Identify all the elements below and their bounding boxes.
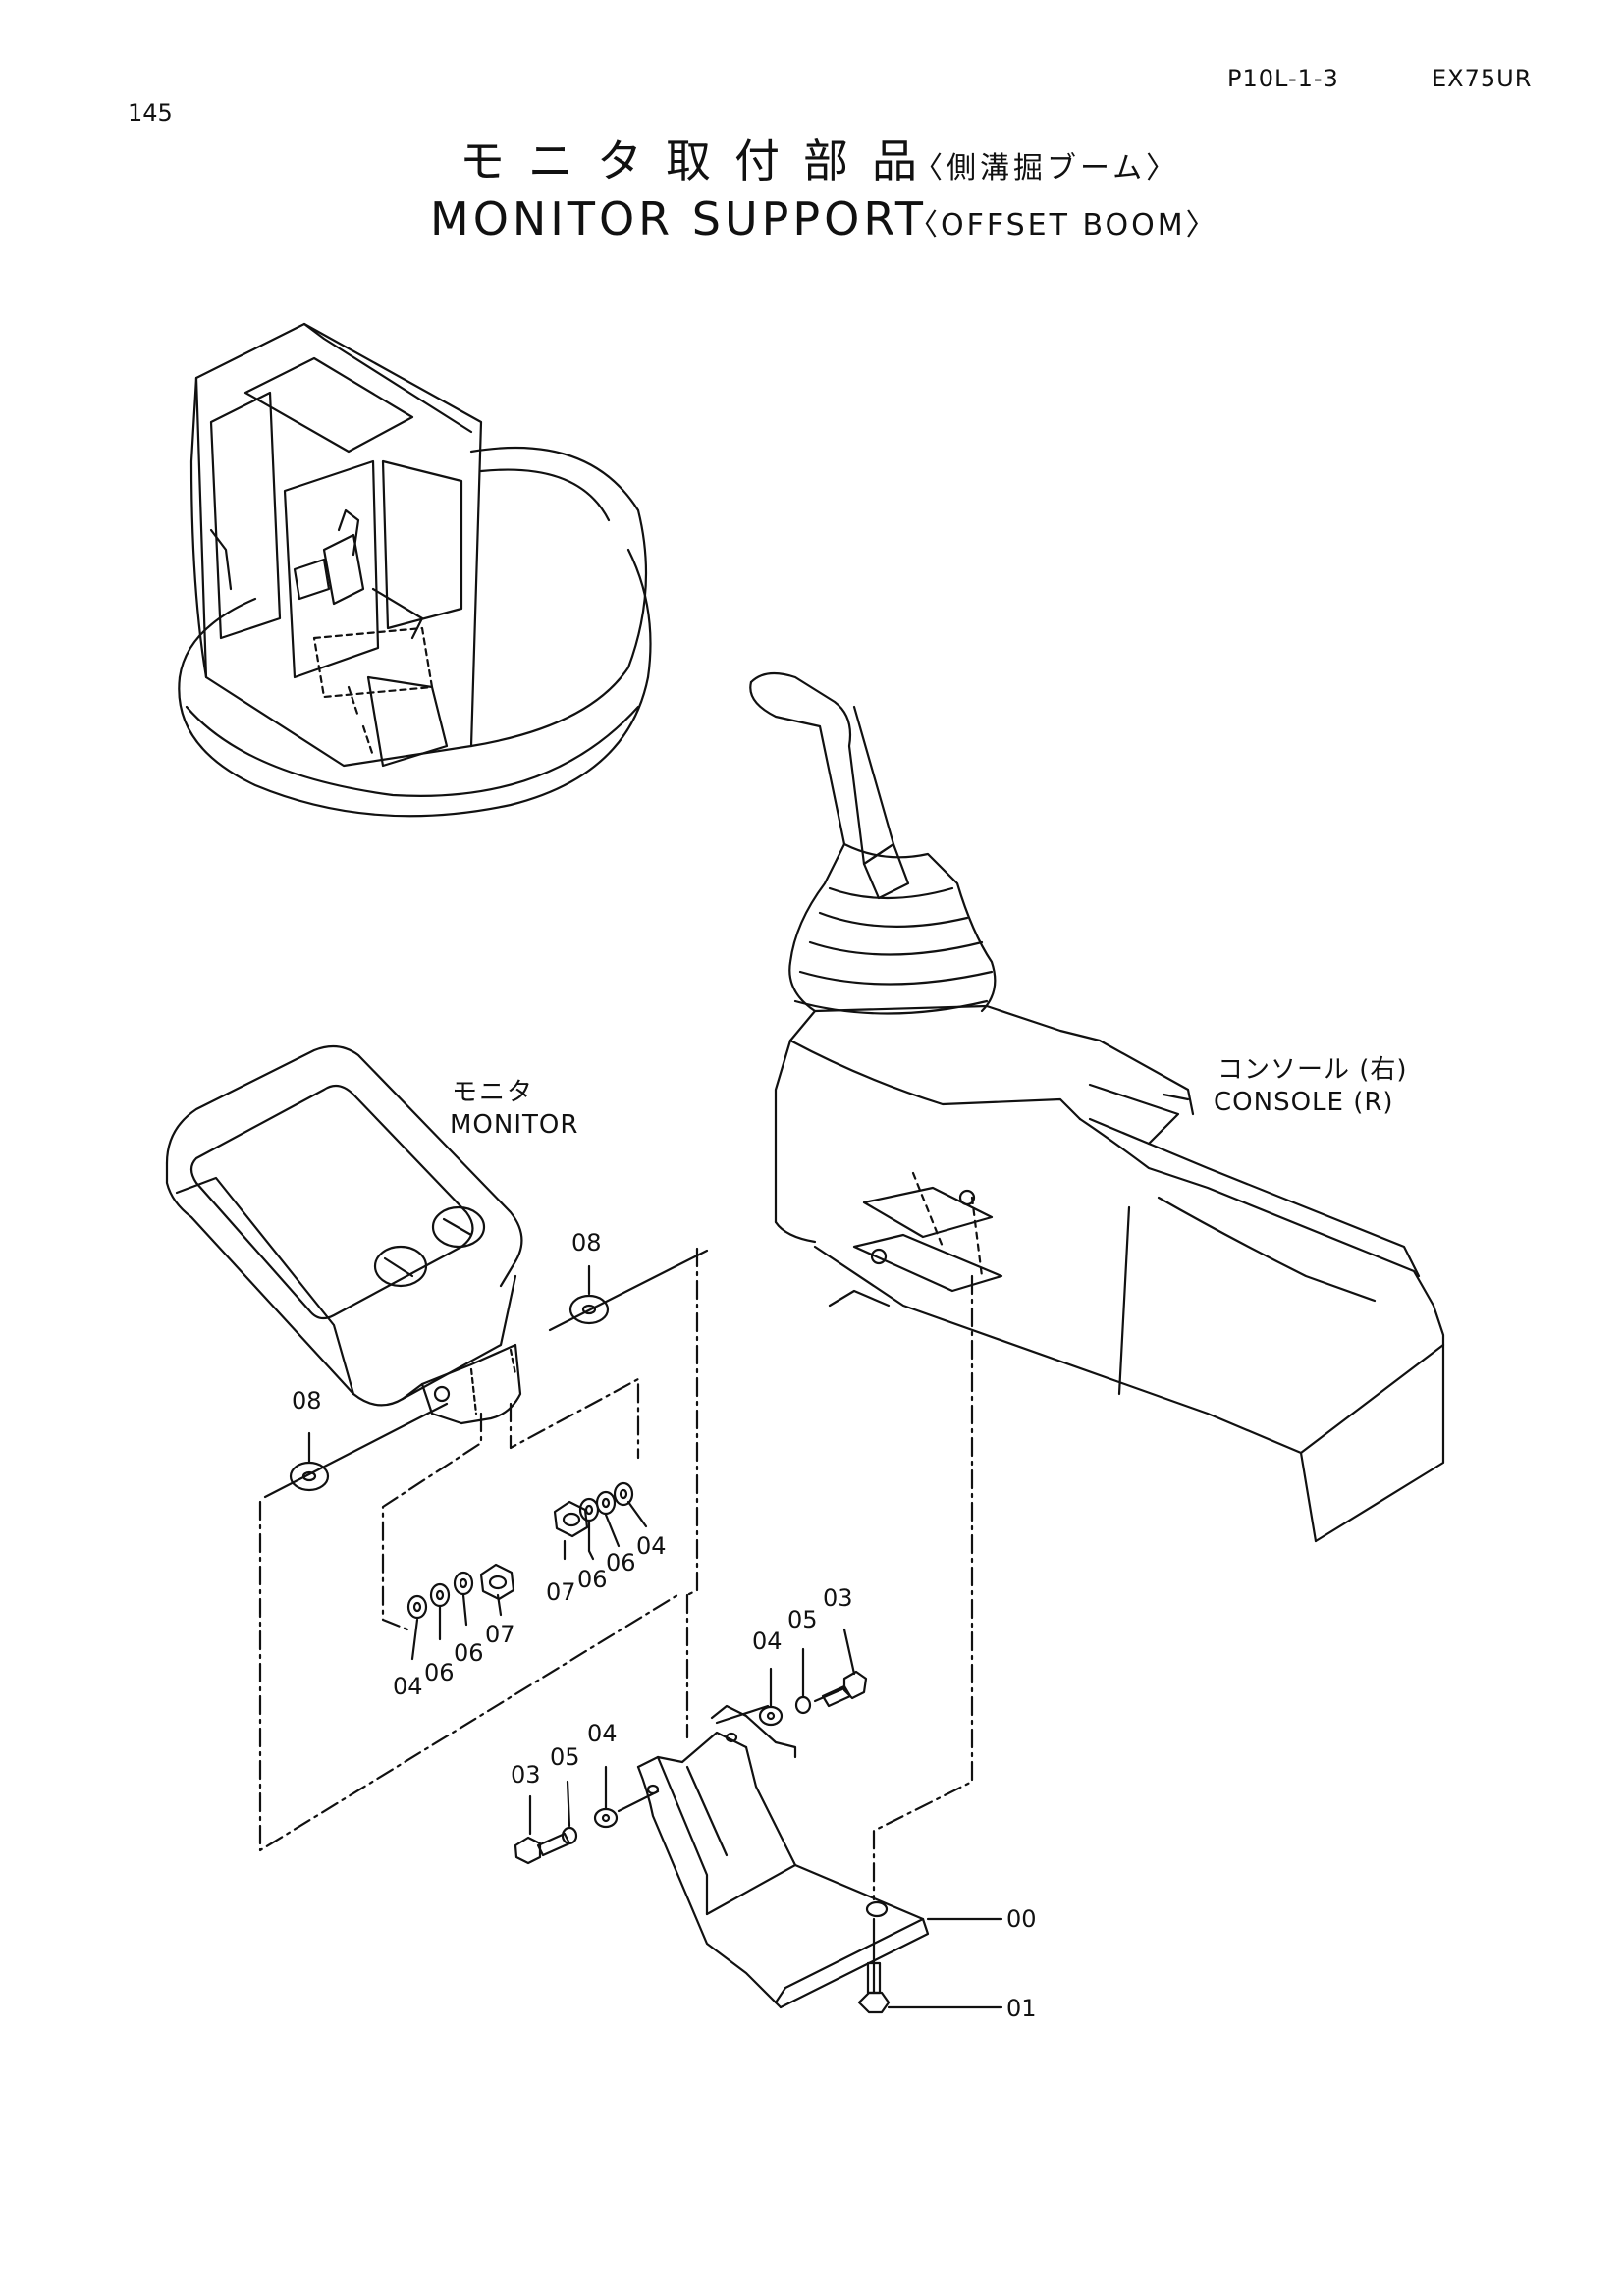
callout-06: 06: [606, 1549, 636, 1576]
bolt-01: [857, 1917, 891, 2014]
title-english-sub: 〈OFFSET BOOM〉: [908, 208, 1218, 242]
page-number: 145: [128, 99, 173, 127]
monitor-illustration: [165, 1044, 523, 1425]
leader-lines: [307, 1093, 1190, 2009]
callout-01: 01: [1006, 1995, 1037, 2022]
console-right-illustration: [749, 671, 1445, 1543]
title-japanese: モニタ取付部品: [460, 134, 941, 187]
callout-07: 07: [485, 1621, 515, 1648]
model-code: EX75UR: [1432, 65, 1533, 92]
callout-03: 03: [823, 1584, 853, 1612]
hardware-stack-left: [406, 1563, 515, 1620]
callout-04: 04: [587, 1720, 618, 1747]
console-label-en: CONSOLE (R): [1214, 1088, 1394, 1117]
callout-05: 05: [550, 1743, 580, 1771]
callout-06: 06: [577, 1566, 608, 1593]
callout-05: 05: [787, 1606, 818, 1633]
callout-06: 06: [454, 1639, 484, 1667]
callout-00: 00: [1006, 1905, 1037, 1933]
assembly-lines: [258, 1247, 974, 1901]
excavator-overview-illustration: [178, 322, 652, 818]
page-code: P10L-1-3: [1227, 65, 1339, 92]
bolt-set-right: [715, 1670, 868, 1727]
bolt-set-left: [514, 1789, 660, 1865]
support-bracket-00: [636, 1704, 930, 2009]
title-japanese-sub: 〈側溝掘ブーム〉: [913, 151, 1180, 186]
hardware-stack-right: [553, 1481, 634, 1538]
title-english: MONITOR SUPPORT: [430, 192, 928, 245]
washer-08-left: [289, 1461, 330, 1492]
callout-08: 08: [571, 1229, 602, 1256]
callout-07: 07: [546, 1578, 576, 1606]
washer-08-right: [568, 1294, 610, 1325]
monitor-label-en: MONITOR: [450, 1110, 579, 1140]
callout-04: 04: [752, 1628, 783, 1655]
callout-04: 04: [636, 1532, 667, 1560]
callout-06: 06: [424, 1659, 455, 1686]
monitor-label-jp: モニタ: [452, 1078, 535, 1107]
callout-numbers: 08 08 07 06 06 04 04 06 06 07 04 05 03 0…: [292, 1229, 1037, 2022]
callout-04: 04: [393, 1673, 423, 1700]
callout-03: 03: [511, 1761, 541, 1789]
callout-08: 08: [292, 1387, 322, 1415]
console-label-jp: コンソール (右): [1217, 1055, 1408, 1085]
